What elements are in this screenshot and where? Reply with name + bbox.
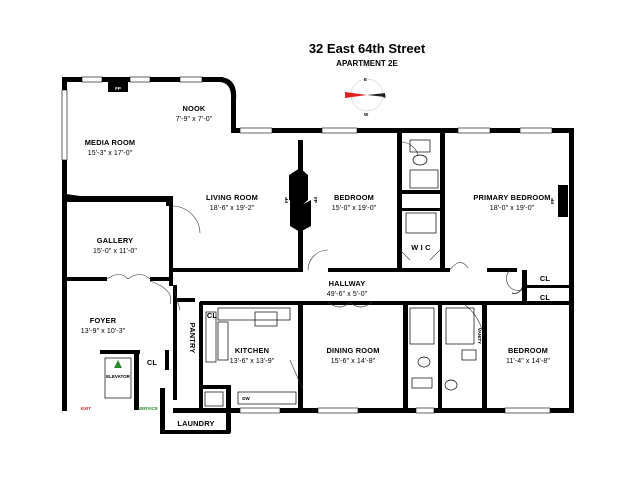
nook-dim: 7'-9" x 7'-0" xyxy=(176,116,213,123)
dining-room-name: DINING ROOM xyxy=(326,346,379,355)
kitchen-dim: 13'-6" x 13'-9" xyxy=(230,358,275,365)
bedroom-1-dim: 15'-0" x 19'-0" xyxy=(332,205,377,212)
laundry-label: LAUNDRY xyxy=(177,419,214,428)
room-labels: MEDIA ROOM 15'-3" x 17'-0" NOOK 7'-9" x … xyxy=(81,86,555,428)
cl-label-kitchen: CL xyxy=(207,311,218,320)
fixtures xyxy=(104,139,523,407)
service-label: SERVICE xyxy=(138,406,158,411)
foyer-dim: 13'-9" x 10'-3" xyxy=(81,328,126,335)
media-room-dim: 15'-3" x 17'-0" xyxy=(88,150,133,157)
compass-w-label: W xyxy=(364,112,369,117)
fp-label-living: FP xyxy=(284,197,289,203)
cl-label-right-bottom: CL xyxy=(540,293,551,302)
bedroom-2-dim: 11'-4" x 14'-8" xyxy=(506,358,550,365)
kitchen-name: KITCHEN xyxy=(235,346,269,355)
door-swings xyxy=(106,141,523,391)
fp-label-bedroom: FP xyxy=(313,197,318,203)
compass-needle-south xyxy=(367,93,385,97)
gallery-dim: 15'-0" x 11'-0" xyxy=(93,248,137,255)
walls xyxy=(62,77,574,434)
compass-e-label: E xyxy=(364,77,367,82)
nook-name: NOOK xyxy=(183,104,206,113)
hallway-dim: 49'-6" x 5'-0" xyxy=(327,291,368,298)
living-room-name: LIVING ROOM xyxy=(206,193,258,202)
primary-bedroom-name: PRIMARY BEDROOM xyxy=(473,193,550,202)
compass-rose: E S W xyxy=(345,77,386,117)
pantry-label: PANTRY xyxy=(188,323,197,354)
cl-label-right-top: CL xyxy=(540,274,551,283)
cl-label-foyer: CL xyxy=(147,358,158,367)
primary-bedroom-dim: 18'-0" x 19'-0" xyxy=(490,205,535,212)
gallery-name: GALLERY xyxy=(97,236,133,245)
address-title: 32 East 64th Street xyxy=(309,41,426,56)
dining-room-dim: 15'-6" x 14'-8" xyxy=(331,358,376,365)
vanity-label: VANITY xyxy=(477,328,482,344)
bedroom-1-name: BEDROOM xyxy=(334,193,374,202)
compass-s-label: S xyxy=(383,94,386,99)
exit-label: EXIT xyxy=(81,406,91,411)
media-room-name: MEDIA ROOM xyxy=(85,138,136,147)
fp-label-primary: FP xyxy=(550,198,555,204)
foyer-name: FOYER xyxy=(90,316,117,325)
compass-needle-north xyxy=(345,92,367,98)
dw-label: DW xyxy=(242,396,250,401)
wic-label: W I C xyxy=(411,243,431,252)
bedroom-2-name: BEDROOM xyxy=(508,346,548,355)
elevator-label: ELEVATOR xyxy=(106,374,131,379)
hallway-name: HALLWAY xyxy=(329,279,366,288)
fp-label-media: FP xyxy=(115,86,121,91)
elevator-arrow-icon xyxy=(114,360,122,368)
unit-subtitle: APARTMENT 2E xyxy=(336,59,398,68)
windows xyxy=(61,76,553,414)
living-room-dim: 18'-6" x 19'-2" xyxy=(210,205,255,212)
